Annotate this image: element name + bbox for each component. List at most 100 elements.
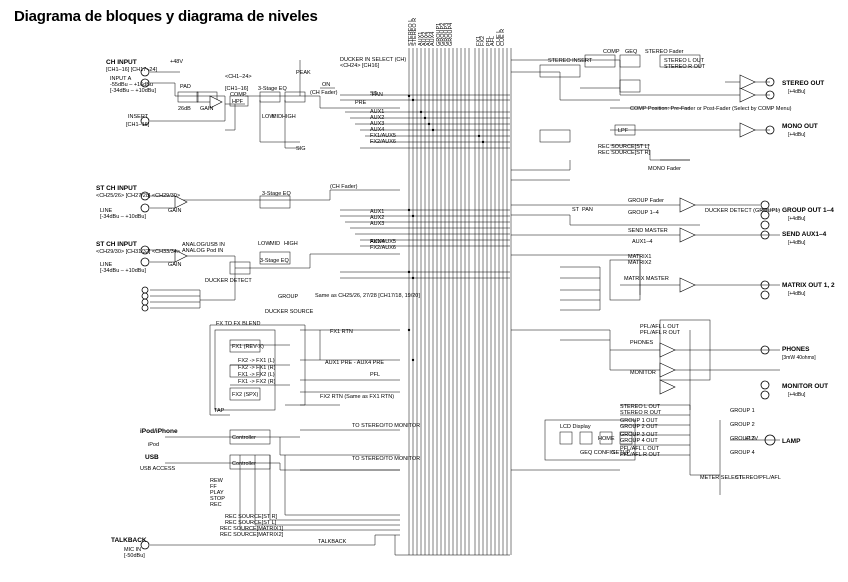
wiring	[150, 48, 780, 556]
ch-range-2: [-34dBu – +10dBu]	[110, 88, 156, 94]
bus-fx1: FX1	[476, 36, 482, 46]
usb-controller: Controller	[232, 461, 256, 467]
geq-label: GEQ	[625, 49, 638, 55]
st-ch-1-line: LINE	[100, 208, 113, 214]
comp-position-note: COMP Position: Pre-Fader or Post-Fader (…	[630, 106, 792, 112]
send-aux1: AUX1	[370, 109, 384, 115]
analog-pod-in: ANALOG Pod IN	[182, 248, 223, 254]
phones-level: [3mW 40ohms]	[782, 355, 816, 361]
phones-label: PHONES	[782, 346, 810, 353]
output-amp-icons	[174, 74, 756, 395]
st-ch-2-eq: 3-Stage EQ	[260, 258, 289, 264]
stereo-out-level: [+4dBu]	[788, 89, 806, 95]
lcd-display-label: LCD Display	[560, 424, 591, 430]
st-ch-1-aux2: AUX2	[370, 215, 384, 221]
st-ch-2-mid: MID	[270, 241, 280, 247]
matrix2-label: MATRIX2	[628, 260, 651, 266]
ch-range-note: [CH1–16]	[225, 86, 249, 92]
monitor-out-label: MONITOR OUT	[782, 383, 828, 390]
fx1-fx2-r: FX1 -> FX2 (R)	[238, 379, 276, 385]
stereo-out-label: STEREO OUT	[782, 80, 824, 87]
group4-meter-label: GROUP 4	[730, 450, 755, 456]
connector-dots	[407, 94, 485, 362]
send-aux2: AUX2	[370, 115, 384, 121]
send-aux3: AUX3	[370, 121, 384, 127]
pad-db-label: 26dB	[178, 106, 191, 112]
aux-1-4-label: AUX1–4	[632, 239, 653, 245]
send-aux4: AUX4	[370, 127, 384, 133]
bus-aux2: AUX2	[422, 32, 428, 46]
pad-label: PAD	[180, 84, 191, 90]
st-ch-input-1-label: ST CH INPUT	[96, 185, 137, 192]
ducker-in-select: DUCKER IN SELECT (CH)	[340, 57, 406, 63]
bus-group3: GROUP3	[444, 23, 450, 46]
insert-ch-label: [CH1–16]	[126, 122, 150, 128]
monitor-mid-label: MONITOR	[630, 370, 656, 376]
input-a-label: INPUT A	[110, 76, 132, 82]
ff-label: FF	[210, 484, 217, 490]
send-aux-label: SEND AUX1–4	[782, 231, 827, 238]
low-label: LOW	[262, 114, 275, 120]
ducker-detect-group1: DUCKER DETECT (GROUP1)	[705, 208, 780, 214]
stereo-l-out-meter: STEREO L OUT	[620, 404, 661, 410]
group1-out-meter: GROUP 1 OUT	[620, 418, 658, 424]
ch-range-note-2: <CH1–24>	[225, 74, 252, 80]
insert-label: INSERT	[128, 114, 149, 120]
input-jack-icons	[140, 67, 150, 550]
ipod-sub: iPod	[148, 442, 159, 448]
bus-pfl: PFL	[486, 36, 492, 46]
pfl-label: PFL	[370, 372, 380, 378]
pfl-afl-l-out: PFL/AFL L OUT	[640, 324, 680, 330]
same-as-note: Same as CH25/26, 27/28 [CH17/18, 19/20]	[315, 293, 420, 299]
st-ch-2-line: LINE	[100, 262, 113, 268]
st-ch-1-fx1: FX1/AUX5	[370, 239, 396, 245]
st-ch-1-range: [-34dBu – +10dBu]	[100, 214, 146, 220]
matrix1-label: MATRIX1	[628, 254, 651, 260]
send-st: ST	[370, 91, 378, 97]
to-stereo-monitor-2: TO STEREO/TO MONITOR	[352, 456, 420, 462]
bus-cue-l: CUE L	[496, 30, 502, 46]
ipod-label: iPod/iPhone	[140, 428, 178, 435]
talkback-mic-in: MIC IN	[124, 547, 141, 553]
stereo-r-out-meter: STEREO R OUT	[620, 410, 662, 416]
group-label-ch: GROUP	[278, 294, 299, 300]
hpf-label: HPF	[232, 99, 244, 105]
rec-source-st-l-master: REC SOURCE[ST L]	[598, 144, 650, 150]
bus-group2: GROUP2	[440, 23, 446, 46]
pre-label: PRE	[355, 100, 367, 106]
comp-master-label: COMP	[603, 49, 620, 55]
fx1-fx2-l: FX1 -> FX2 (L)	[238, 372, 275, 378]
eq-label: 3-Stage EQ	[258, 86, 287, 92]
bus-group1: GROUP1	[436, 23, 442, 46]
group3-meter-label: GROUP 3	[730, 436, 755, 442]
send-fx1: FX1/AUX5	[370, 133, 396, 139]
group3-out-meter: GROUP 3 OUT	[620, 432, 658, 438]
fx-to-fx-blend: FX TO FX BLEND	[216, 321, 260, 327]
monitor-out-level: [+4dBu]	[788, 392, 806, 398]
st-pan-pan: PAN	[582, 207, 593, 213]
on-label: ON	[322, 82, 330, 88]
fx2-fx1-r: FX2 -> FX1 (R)	[238, 365, 276, 371]
pfl-afl-l-meter: PFL/AFL L OUT	[620, 446, 660, 452]
matrix-master-label: MATRIX MASTER	[624, 276, 669, 282]
ch-fader-label: (CH Fader)	[310, 90, 338, 96]
bus-aux1: AUX1	[418, 32, 424, 46]
bus-stereo-r: STEREO R	[412, 18, 418, 46]
stop-label: STOP	[210, 496, 225, 502]
peak-label: PEAK	[296, 70, 311, 76]
group2-meter-label: GROUP 2	[730, 422, 755, 428]
st-ch-1-gain: GAIN	[168, 208, 181, 214]
mid-label: MID	[272, 114, 282, 120]
fx1-label: FX1 (REV-X)	[232, 344, 264, 350]
rec-source-matrix1: REC SOURCE[MATRIX1]	[220, 526, 284, 532]
group4-out-meter: GROUP 4 OUT	[620, 438, 658, 444]
group1-meter-label: GROUP 1	[730, 408, 755, 414]
fx2-fx1-l: FX2 -> FX1 (L)	[238, 358, 275, 364]
rec-label: REC	[210, 502, 222, 508]
phones-mid-label: PHONES	[630, 340, 654, 346]
gain-label: GAIN	[200, 106, 213, 112]
pfl-afl-r-meter: PFL/AFL R OUT	[620, 452, 661, 458]
stereo-insert: STEREO INSERT	[548, 58, 593, 64]
play-label: PLAY	[210, 490, 224, 496]
